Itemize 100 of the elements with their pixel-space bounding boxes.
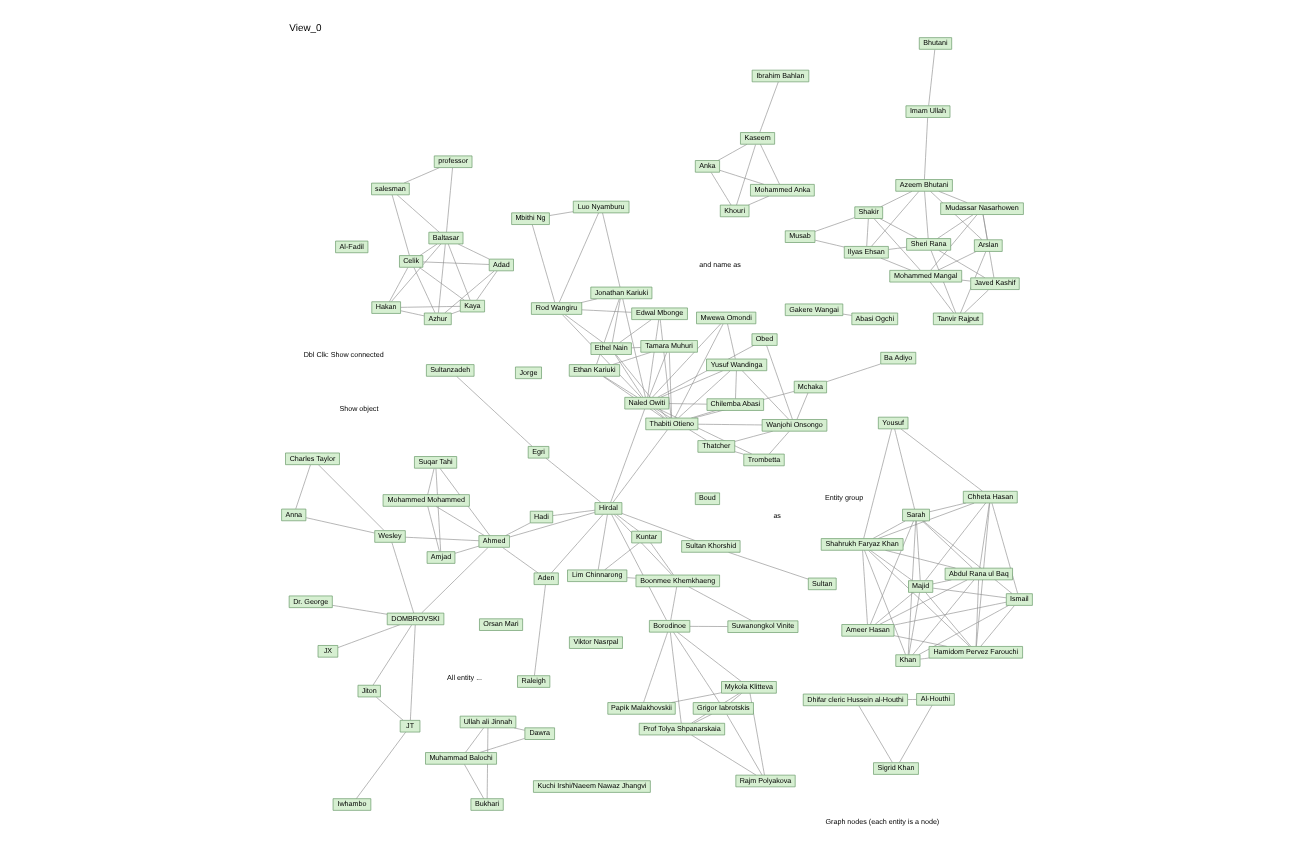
connector [861,550,867,625]
connector [813,217,854,232]
connector [959,251,986,314]
connector [741,370,789,420]
connector [670,692,721,703]
connector [748,692,764,776]
connector [960,279,970,282]
connector [825,363,880,382]
connector [857,705,892,763]
connector [501,547,538,574]
connector [375,696,403,721]
connector [767,431,789,455]
connector [434,468,440,552]
connector [625,577,636,579]
connector [725,714,762,776]
connector [868,549,912,581]
connector [759,143,779,185]
connector [304,517,374,534]
connector [421,261,489,265]
connector [652,408,664,419]
connector [580,309,631,313]
connector [928,281,953,314]
connector [899,428,982,492]
connector [453,545,479,554]
connector [642,631,667,703]
connector [615,514,639,532]
connector [388,267,408,302]
connector [426,468,434,495]
connector [675,631,741,682]
connector [929,214,977,271]
connector [602,376,637,398]
connector [893,428,914,510]
connector [690,734,756,776]
connector [979,605,1014,647]
connector [618,319,651,343]
connector [530,224,555,303]
connector [389,243,441,302]
connector [928,502,966,513]
connector [649,542,673,576]
connector [735,144,755,206]
connector [924,502,986,581]
connector [647,351,667,398]
connector [668,352,671,419]
connector [331,605,387,615]
connector [595,298,619,365]
connector [475,270,497,301]
connector [981,214,994,278]
connector [371,624,411,686]
connector [409,624,415,721]
connector [936,251,976,271]
connector [418,267,464,301]
connector [294,464,310,510]
connector [758,81,778,133]
connector [931,587,1006,599]
connector [718,170,764,185]
connector [611,352,650,365]
connector [317,464,384,531]
connector [659,370,723,398]
connector [923,190,928,239]
connector [716,144,747,161]
connector [687,586,752,621]
connector [596,514,607,570]
connector [395,194,439,233]
connector [601,212,620,288]
connector [667,403,707,405]
connector [611,429,667,503]
connector [603,542,639,571]
connector [917,605,1008,655]
connector [412,267,435,314]
connector [336,624,400,648]
connector [673,323,723,419]
connector [937,250,985,278]
connector [630,347,641,349]
connector [446,243,470,301]
connector [892,601,1006,626]
connector [869,520,913,625]
connector [879,257,911,271]
connector [463,764,484,799]
connector [924,592,971,647]
connector [733,430,773,442]
connector [609,408,644,503]
connector [729,693,741,703]
connector [437,243,445,314]
connector [650,323,720,398]
connector [613,354,643,398]
connector [879,191,912,208]
connector [676,370,730,419]
connector [975,502,990,647]
connector [923,117,927,180]
connector [915,520,920,581]
connector [610,514,666,621]
connector [402,167,439,184]
connector [927,49,935,106]
connector [906,699,916,700]
connector [990,502,1017,594]
connector [464,727,483,753]
connector [557,212,598,303]
connector [550,514,603,574]
connector [672,631,719,703]
connector [878,218,917,239]
